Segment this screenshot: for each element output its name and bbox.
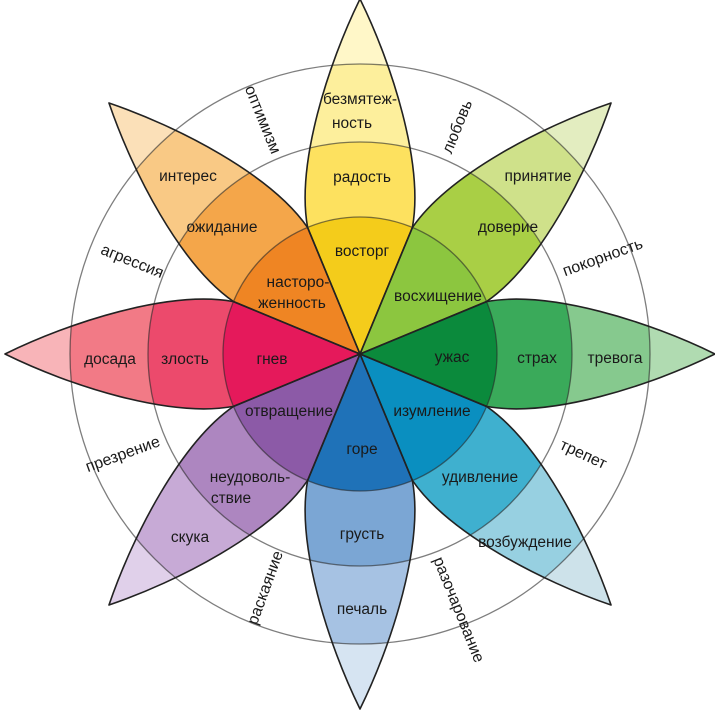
emotion-labels: безмятеж- ность радость восторг принятие… (84, 91, 643, 618)
rings (69, 63, 651, 645)
middle-ring (147, 141, 573, 567)
label-anger-middle: злость (161, 351, 209, 368)
petal-outlines (4, 0, 715, 710)
label-joy-middle: радость (333, 169, 391, 186)
petal-anticipation-outline (108, 102, 361, 355)
label-fear-outer: тревога (588, 350, 643, 367)
petal-sadness-band-inner (305, 354, 415, 491)
label-trust-middle: доверие (478, 219, 538, 236)
petal-joy-band-inner (305, 217, 415, 354)
dyad-awe: трепет (557, 437, 610, 474)
label-trust-inner: восхищение (394, 288, 482, 305)
petal-surprise (360, 354, 612, 606)
label-trust-outer: принятие (504, 168, 571, 185)
label-disgust-middle-1: неудоволь- (210, 469, 291, 486)
dyad-remorse: раскаяние (245, 549, 287, 628)
label-disgust-outer: скука (171, 529, 210, 546)
label-sadness-inner: горе (346, 441, 377, 458)
label-sadness-middle: грусть (340, 526, 385, 543)
petal-anticipation (108, 102, 360, 354)
petal-anger-band-inner (223, 299, 360, 409)
petal-joy (305, 0, 415, 354)
inner-ring (222, 216, 498, 492)
label-joy-inner: восторг (335, 243, 390, 260)
dyad-contempt: презрение (83, 433, 162, 476)
label-anger-inner: гнев (256, 351, 287, 368)
label-surprise-outer: возбуждение (478, 534, 572, 551)
dyad-disappointment: разочарование (429, 555, 487, 666)
petal-sadness (305, 354, 415, 709)
label-anticipation-outer: интерес (159, 168, 217, 185)
petal-disgust-outline (108, 353, 361, 606)
petal-anger-outline (4, 298, 361, 410)
petal-fear-band-inner (360, 299, 497, 409)
label-anticipation-middle: ожидание (187, 219, 258, 236)
dyad-love: любовь (439, 98, 476, 157)
petal-trust (360, 102, 612, 354)
petal-disgust (108, 354, 360, 606)
label-surprise-inner: изумление (393, 403, 470, 420)
petal-sadness-outline (304, 353, 416, 710)
label-anticipation-inner-1: насторо- (267, 274, 330, 291)
label-disgust-middle-2: ствие (211, 490, 251, 507)
label-fear-middle: страх (517, 350, 557, 367)
petal-trust-outline (359, 102, 612, 355)
petals-layer (5, 0, 715, 709)
label-anger-outer: досада (84, 351, 136, 368)
label-anticipation-inner-2: женность (258, 295, 326, 312)
dyad-aggressiveness: агрессия (98, 241, 166, 282)
label-joy-outer-1: безмятеж- (323, 91, 397, 108)
petal-anger (5, 299, 360, 409)
outer-ring (69, 63, 651, 645)
petal-fear-outline (359, 298, 715, 410)
dyad-optimism: оптимизм (241, 83, 284, 156)
label-disgust-inner: отвращение (245, 403, 333, 420)
label-surprise-middle: удивление (442, 469, 518, 486)
petal-surprise-outline (359, 353, 612, 606)
petal-fear (360, 299, 715, 409)
label-sadness-outer: печаль (337, 601, 387, 618)
dyad-submission: покорность (561, 235, 646, 280)
label-fear-inner: ужас (435, 349, 470, 366)
petal-joy-outline (304, 0, 416, 355)
label-joy-outer-2: ность (332, 115, 372, 132)
